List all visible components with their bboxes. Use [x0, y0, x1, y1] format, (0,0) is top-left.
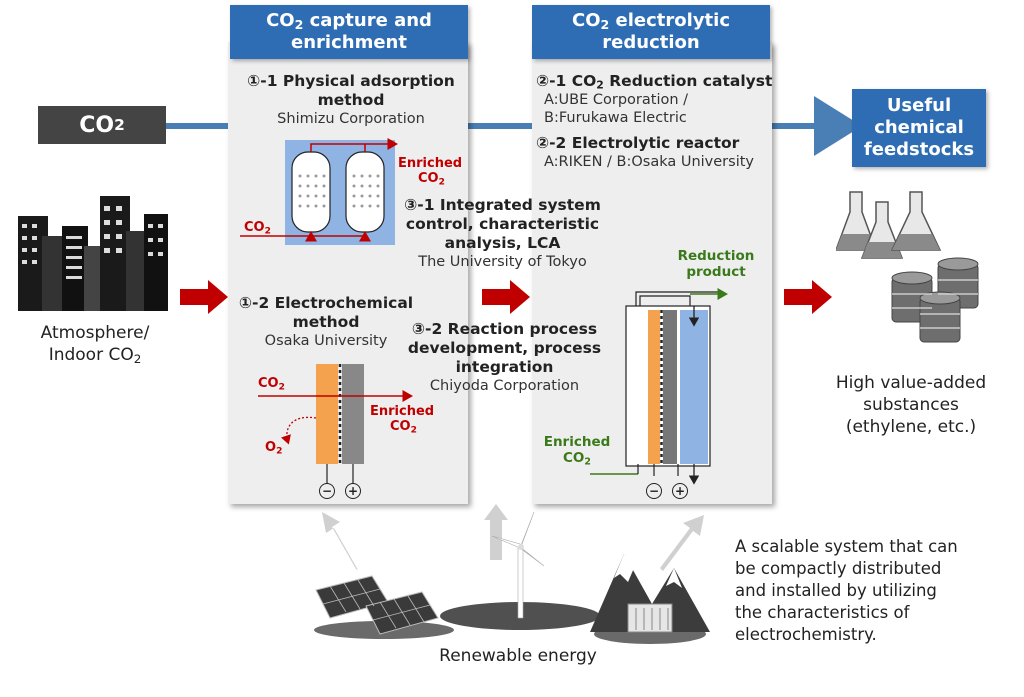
- barrels-icon: [891, 257, 979, 343]
- atmosphere-label: Atmosphere/ Indoor CO2: [40, 323, 150, 366]
- reactor-section: ②-2 Electrolytic reactor A:RIKEN / B:Osa…: [536, 134, 798, 171]
- substances-label: High value-added substances (ethylene, e…: [835, 373, 987, 437]
- electrochem-enriched-label: Enriched CO2: [370, 404, 435, 436]
- hydro-plant-icon: [590, 554, 710, 644]
- renewable-energy-label: Renewable energy: [439, 646, 597, 666]
- red-arrow-3: [784, 280, 832, 314]
- electrochem-plus-terminal: +: [345, 483, 361, 499]
- reactor-minus-terminal: −: [646, 483, 662, 499]
- reduction-header: CO2 electrolytic reduction: [532, 5, 770, 59]
- reaction-process-section: ③-2 Reaction process development, proces…: [392, 320, 617, 395]
- reactor-enriched-label: Enriched CO2: [543, 434, 611, 468]
- physical-org: Shimizu Corporation: [277, 111, 425, 127]
- adsorption-co2-in-label: CO2: [244, 220, 271, 237]
- solar-panel-icon: [314, 575, 454, 639]
- electrochem-minus-terminal: −: [319, 483, 335, 499]
- catalyst-section: ②-1 CO2 Reduction catalyst A:UBE Corpora…: [536, 72, 776, 127]
- flask-icon: [836, 191, 942, 259]
- adsorption-enriched-label: Enriched CO2: [398, 156, 463, 188]
- red-arrow-1: [180, 280, 228, 314]
- city-icon: [18, 196, 168, 311]
- physical-title: ①-1 Physical adsorption: [247, 72, 455, 90]
- catalyst-title: ②-1 CO2 Reduction catalyst: [536, 72, 773, 92]
- wind-turbine-icon: [440, 511, 600, 630]
- reduction-product-label: Reduction product: [677, 248, 755, 280]
- reaction-org: Chiyoda Corporation: [429, 378, 580, 394]
- integrated-org: The University of Tokyo: [418, 254, 587, 270]
- reactor-title: ②-2 Electrolytic reactor: [536, 134, 740, 152]
- electrochem-o2-label: O2: [265, 440, 283, 457]
- electrochemical-figure: [258, 364, 413, 484]
- electrochemical-section: ①-2 Electrochemical method Osaka Univers…: [226, 294, 426, 350]
- integrated-system-section: ③-1 Integrated system control, character…: [390, 196, 615, 271]
- electrochemical-org: Osaka University: [264, 333, 388, 349]
- scalable-system-text: A scalable system that can be compactly …: [735, 537, 958, 644]
- red-arrow-2: [482, 280, 530, 314]
- reactor-figure: [590, 288, 728, 485]
- reactor-plus-terminal: +: [672, 483, 688, 499]
- output-header: Useful chemical feedstocks: [852, 89, 986, 167]
- physical-adsorption-section: ①-1 Physical adsorption method Shimizu C…: [236, 72, 466, 128]
- capture-header: CO2 capture and enrichment: [230, 5, 468, 59]
- adsorption-figure: [240, 138, 398, 245]
- electrochem-co2-in-label: CO2: [258, 376, 285, 393]
